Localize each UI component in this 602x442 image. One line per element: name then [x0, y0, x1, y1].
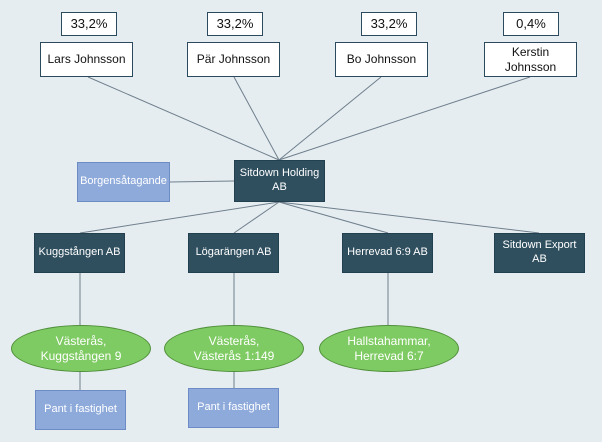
pledge-box-2: Pant i fastighet [188, 388, 279, 428]
pledge-label: Pant i fastighet [44, 403, 117, 416]
property-herrevad: Hallstahammar, Herrevad 6:7 [319, 325, 459, 372]
owner-lars-johnsson: Lars Johnsson [40, 42, 133, 77]
pledge-box-1: Pant i fastighet [35, 390, 126, 430]
property-kuggstangen: Västerås, Kuggstången 9 [11, 325, 151, 372]
connector-owner-2 [233, 76, 280, 161]
subsidiary-name: Lögarängen AB [195, 246, 272, 259]
connector-owner-3 [278, 76, 382, 161]
owner-share-label: 33,2% [370, 15, 408, 31]
owner-name: Kerstin Johnsson [504, 44, 557, 74]
subsidiary-name: Herrevad 6:9 AB [347, 246, 428, 259]
subsidiary-name: Kuggstången AB [38, 246, 121, 259]
property-label: Västerås, Kuggstången 9 [40, 333, 122, 363]
connector-owner-1 [87, 76, 280, 161]
connector-owner-4 [278, 76, 531, 161]
connector-guarantee [169, 180, 235, 183]
pledge-label: Pant i fastighet [197, 401, 270, 414]
connector-subsidiary-4 [278, 201, 540, 234]
property-label: Västerås, Västerås 1:149 [193, 333, 275, 363]
subsidiary-name: Sitdown Export AB [502, 239, 577, 265]
owner-share-bo: 33,2% [361, 12, 417, 36]
owner-share-kerstin: 0,4% [503, 12, 559, 36]
owner-name: Pär Johnsson [196, 52, 271, 66]
owner-par-johnsson: Pär Johnsson [187, 42, 280, 77]
owner-share-lars: 33,2% [61, 12, 117, 36]
subsidiary-logarangen: Lögarängen AB [188, 233, 279, 273]
owner-kerstin-johnsson: Kerstin Johnsson [484, 42, 577, 77]
holding-company: Sitdown Holding AB [234, 160, 325, 202]
guarantee-label: Borgensåtagande [80, 175, 167, 188]
connector-subsidiary-3 [278, 201, 389, 234]
connector-subsidiary-2 [233, 201, 280, 234]
property-label: Hallstahammar, Herrevad 6:7 [347, 333, 431, 363]
owner-bo-johnsson: Bo Johnsson [335, 42, 428, 77]
owner-share-label: 0,4% [516, 15, 546, 31]
property-vasteras: Västerås, Västerås 1:149 [164, 325, 304, 372]
owner-share-par: 33,2% [207, 12, 263, 36]
owner-name: Bo Johnsson [346, 52, 417, 66]
connector-subsidiary-1 [79, 201, 280, 234]
owner-share-label: 33,2% [216, 15, 254, 31]
owner-share-label: 33,2% [70, 15, 108, 31]
holding-company-name: Sitdown Holding AB [239, 167, 320, 193]
subsidiary-sitdown-export: Sitdown Export AB [494, 233, 585, 273]
subsidiary-kuggstangen: Kuggstången AB [34, 233, 125, 273]
owner-name: Lars Johnsson [47, 52, 126, 66]
subsidiary-herrevad: Herrevad 6:9 AB [342, 233, 433, 273]
guarantee-box: Borgensåtagande [77, 162, 170, 202]
